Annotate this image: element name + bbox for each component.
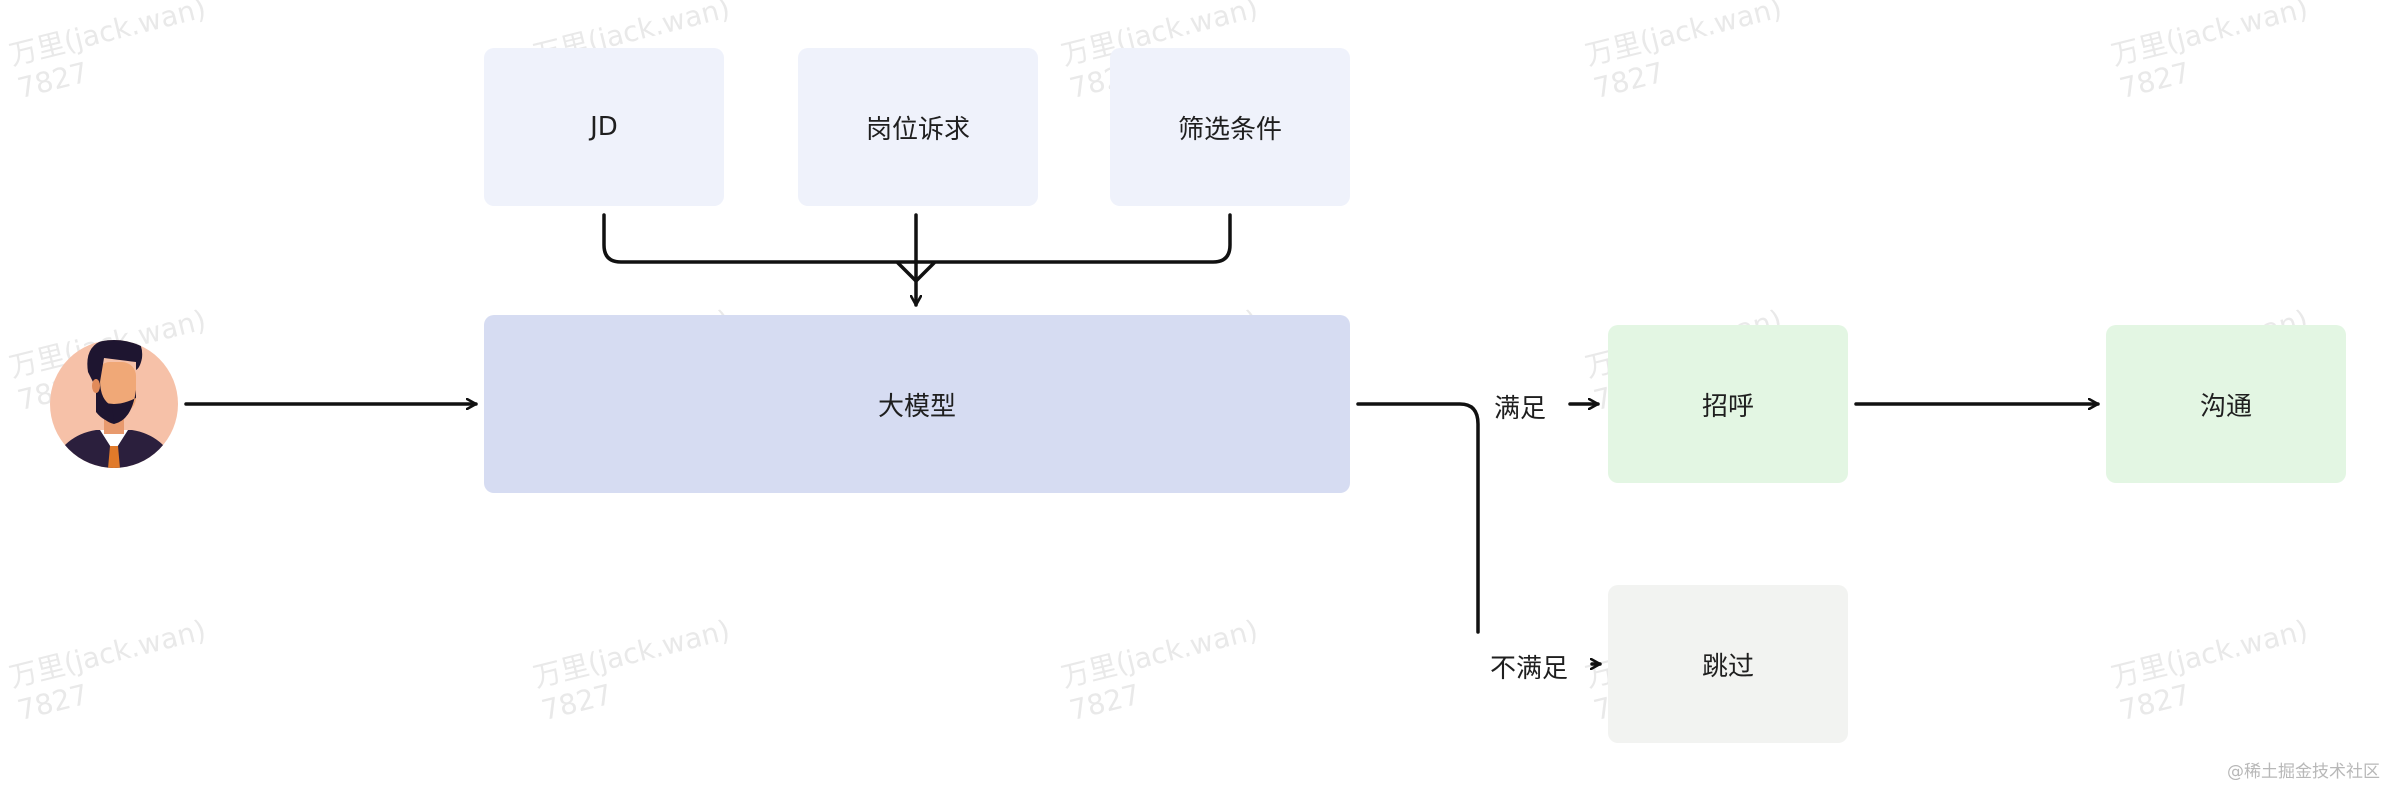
node-label: JD <box>590 112 618 142</box>
edge-label-not-satisfied: 不满足 <box>1490 654 1569 684</box>
bearded-man-avatar-icon <box>50 340 178 468</box>
edge-llm-to-branch <box>1356 402 1480 634</box>
node-label: 筛选条件 <box>1177 114 1282 145</box>
node-greet: 招呼 <box>1608 325 1848 483</box>
footer-credit: @稀土掘金技术社区 <box>2227 762 2380 782</box>
node-jd: JD <box>484 48 724 206</box>
node-label: 沟通 <box>2199 391 2252 422</box>
node-filter-conditions: 筛选条件 <box>1110 48 1350 206</box>
merge-chevron <box>896 261 936 283</box>
node-llm: 大模型 <box>484 315 1350 493</box>
node-label: 岗位诉求 <box>865 114 970 145</box>
node-skip: 跳过 <box>1608 585 1848 743</box>
node-label: 跳过 <box>1701 651 1754 682</box>
node-label: 招呼 <box>1701 391 1754 422</box>
node-job-requirements: 岗位诉求 <box>798 48 1038 206</box>
edge-label-satisfied: 满足 <box>1494 394 1547 424</box>
node-label: 大模型 <box>877 391 956 422</box>
node-communicate: 沟通 <box>2106 325 2346 483</box>
